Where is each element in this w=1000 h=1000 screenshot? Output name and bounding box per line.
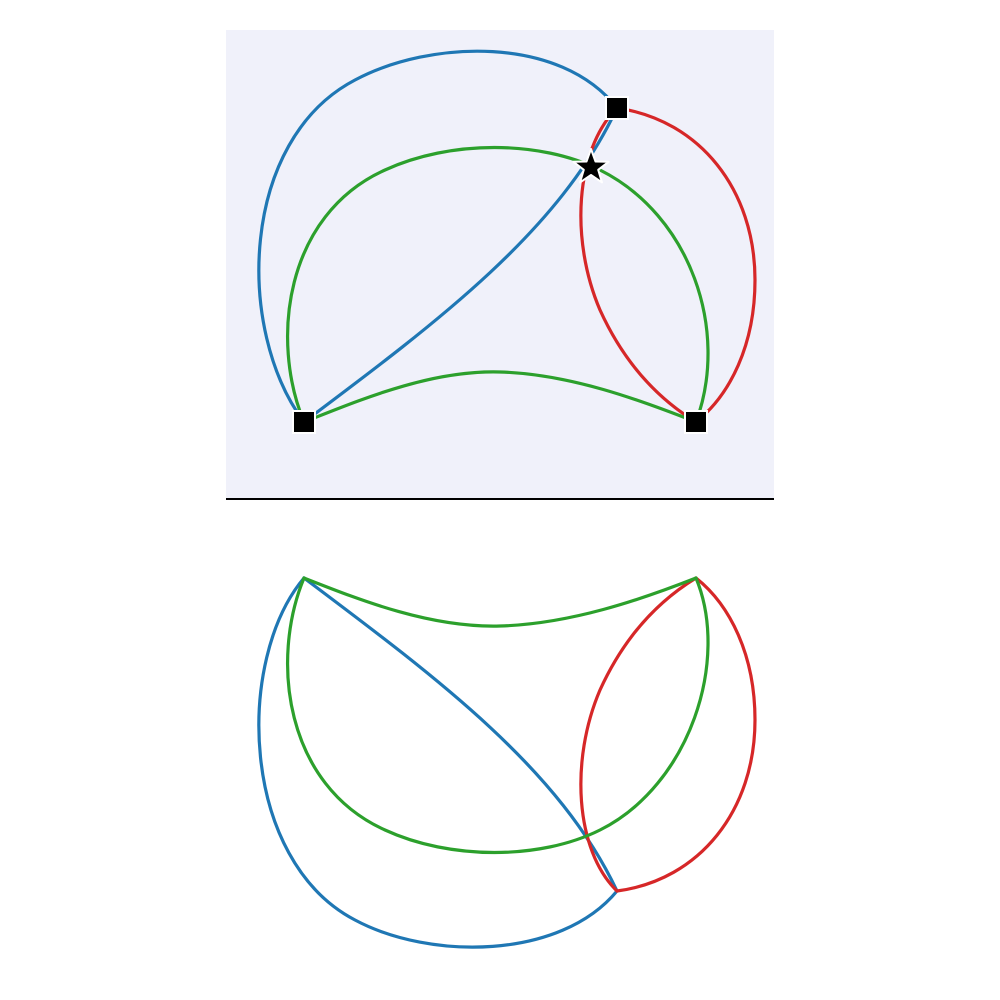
- crossing-star-marker: [572, 148, 610, 184]
- top-green-upper-arc: [285, 145, 710, 424]
- vertex-right-marker: [684, 410, 708, 434]
- vertex-top-marker: [605, 96, 629, 120]
- top-panel-markers: [292, 96, 708, 434]
- bottom-blue-outer-arc: [257, 576, 619, 949]
- vertex-left-marker: [292, 410, 316, 434]
- bottom-red-outer-arc: [615, 576, 757, 893]
- top-panel-curves: [257, 49, 757, 424]
- top-green-lower-arc: [302, 370, 698, 424]
- bottom-red-inner-arc: [579, 576, 698, 893]
- top-blue-outer-arc: [257, 49, 619, 424]
- top-red-outer-arc: [615, 106, 757, 424]
- bottom-green-upper-arc: [302, 576, 698, 628]
- bottom-green-lower-arc: [285, 576, 710, 855]
- bottom-panel-curves: [257, 576, 757, 949]
